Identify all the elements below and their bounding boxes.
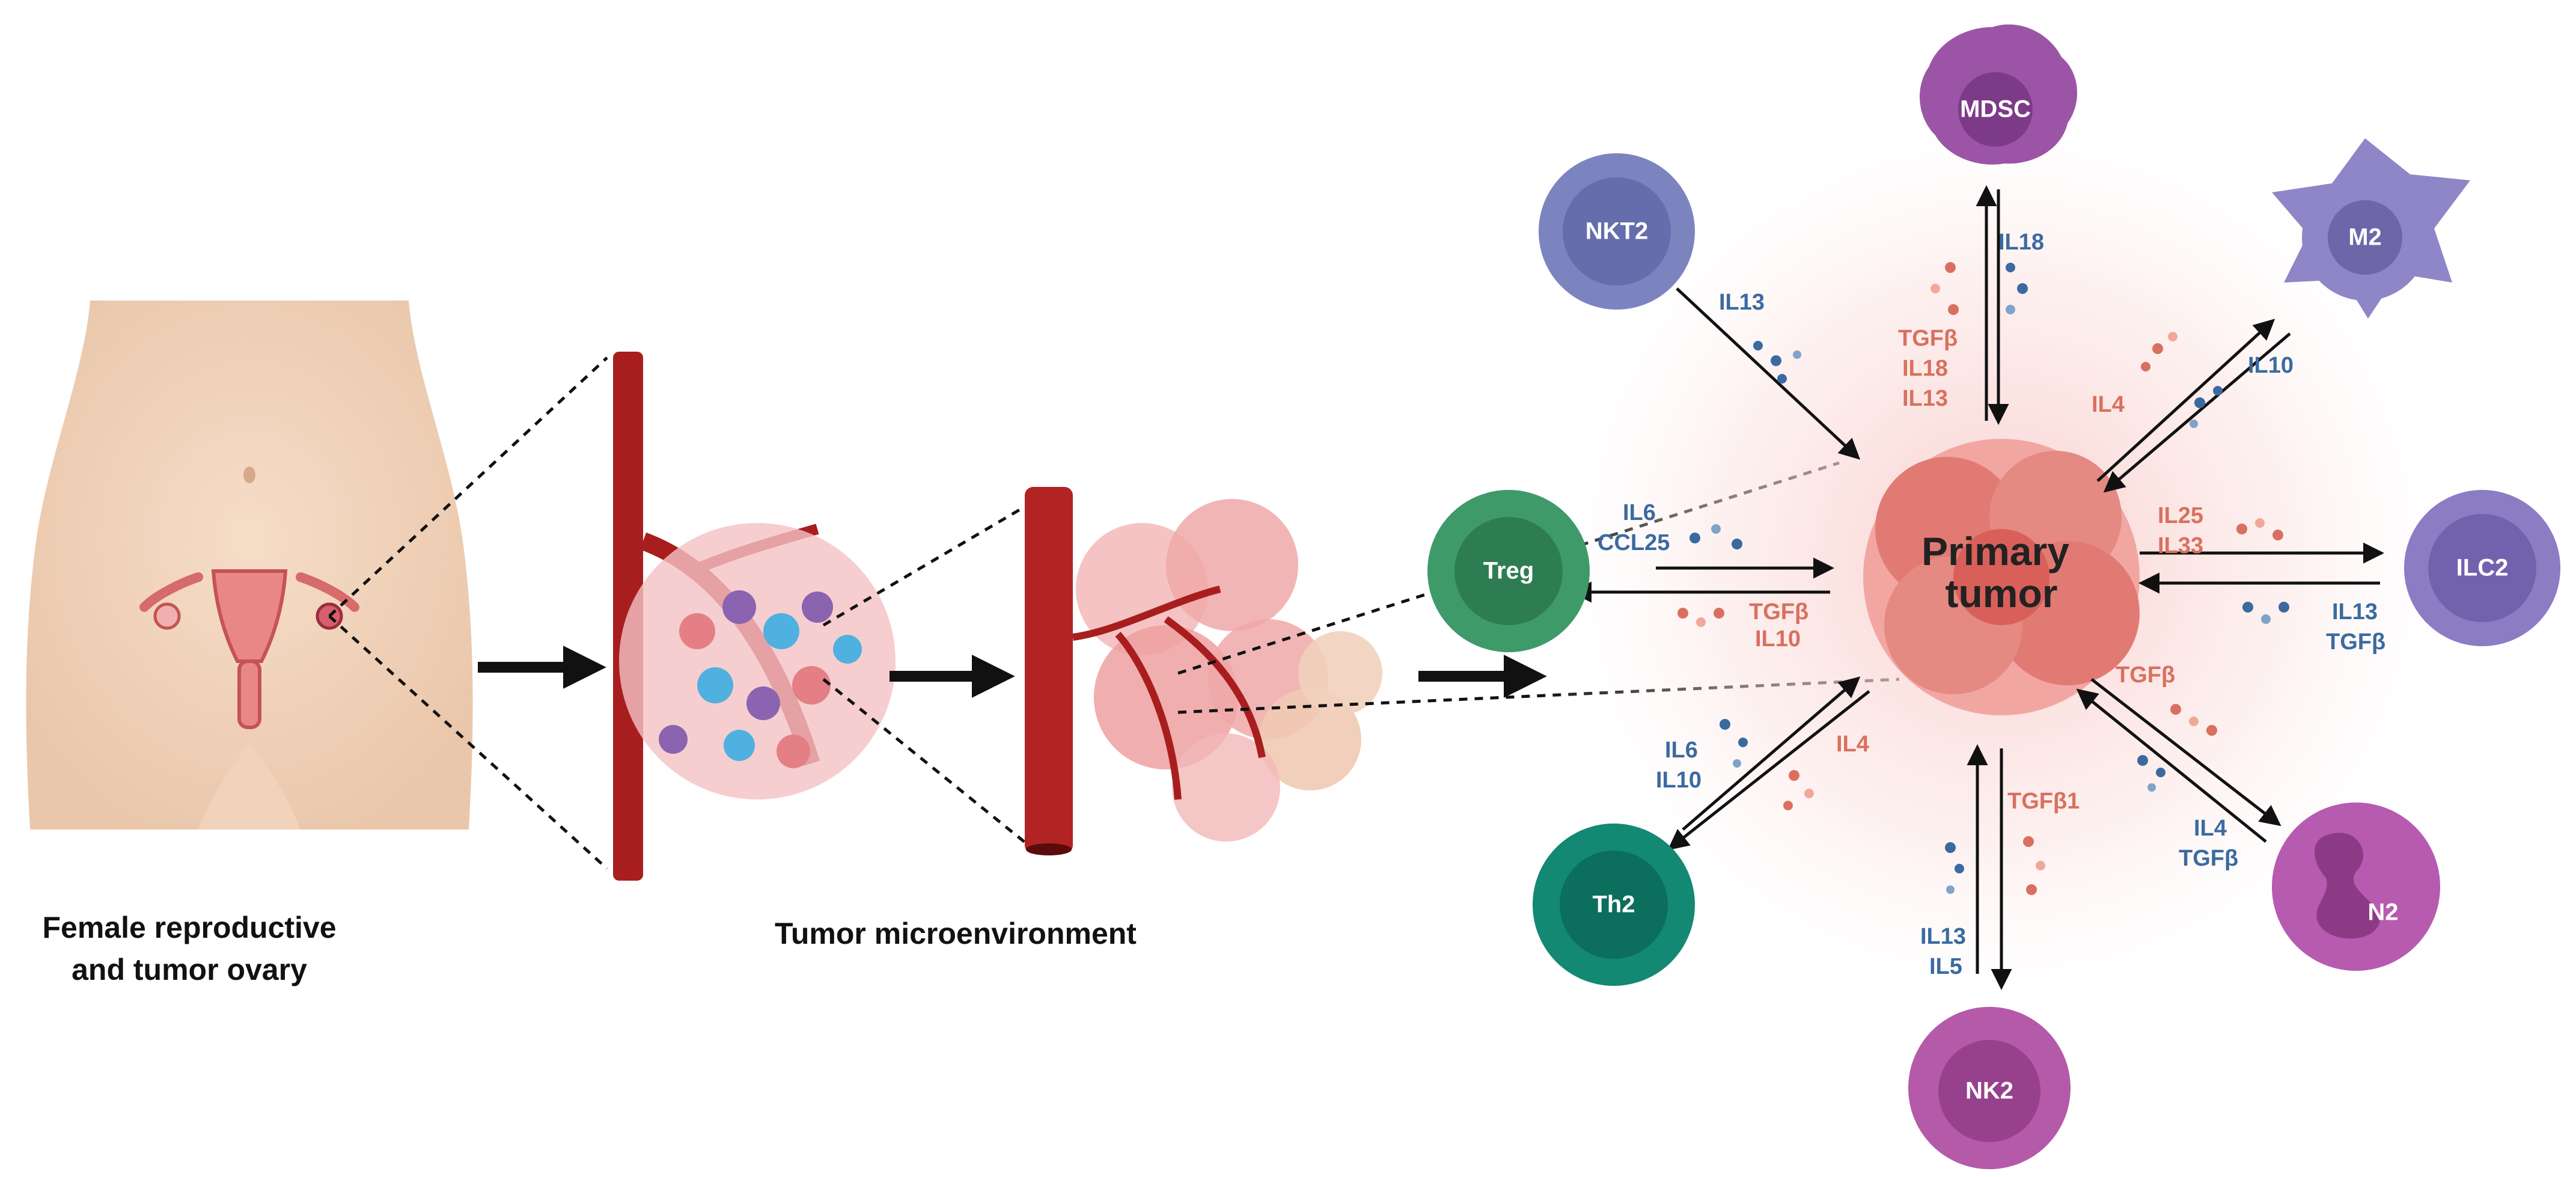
cytokine-treg-in-2: CCL25 [1598,530,1670,555]
caption-female-line1: Female reproductive [42,911,336,944]
cell-nkt2: NKT2 [1539,153,1695,310]
cell-treg: Treg [1427,490,1590,652]
cytokine-treg-out-1: TGFβ [1749,599,1808,625]
cytokine-ilc2-out-1: IL25 [2158,503,2203,528]
cytokine-nk2-out: TGFβ1 [2007,789,2080,814]
cell-label-mdsc: MDSC [1960,96,2031,123]
cell-label-nk2: NK2 [1965,1078,2013,1104]
uterus-icon [139,569,359,729]
cytokine-nk2-in-1: IL13 [1920,924,1966,949]
zoom-lines-2 [822,503,1029,846]
caption-tumor-microenvironment: Tumor microenvironment [775,917,1137,950]
cytokine-n2-out: TGFβ [2116,662,2175,688]
cytokine-treg-in-1: IL6 [1623,500,1656,525]
cell-label-treg: Treg [1483,558,1534,584]
cytokine-nkt2-in: IL13 [1719,290,1765,315]
vessel-with-tumor-illustration [613,352,896,881]
caption-female-line2: and tumor ovary [72,953,307,986]
cytokine-mdsc-out-1: TGFβ [1898,326,1958,351]
female-body-illustration [26,301,473,830]
cell-label-n2: N2 [2367,899,2398,926]
zoom-lines-1 [328,356,608,870]
cytokine-m2-out: IL4 [2092,392,2125,417]
interaction-arrows [1570,185,2384,990]
cytokine-th2-out: IL4 [1836,732,1869,757]
cell-th2: Th2 [1533,824,1695,986]
cytokine-th2-in-1: IL6 [1665,738,1698,763]
cell-label-nkt2: NKT2 [1586,218,1648,245]
cytokine-nk2-in-2: IL5 [1929,954,1962,979]
cell-label-m2: M2 [2348,224,2382,251]
tumor-label-line2: tumor [1946,571,2058,616]
cytokine-ilc2-in-2: TGFβ [2326,629,2385,655]
cytokine-ilc2-in-1: IL13 [2332,599,2378,625]
cytokine-treg-out-2: IL10 [1755,626,1801,652]
tumor-label-line1: Primary [1921,529,2069,573]
cell-label-ilc2: ILC2 [2456,555,2509,581]
cell-label-th2: Th2 [1592,891,1635,918]
cell-m2: M2 [2272,138,2470,319]
vascularized-tumor-illustration [1025,487,1382,855]
cytokine-m2-in: IL10 [2248,353,2294,378]
cell-mdsc: MDSC [1919,24,2078,165]
cell-nk2: NK2 [1908,1007,2071,1169]
cell-n2: N2 [2272,802,2440,971]
cytokine-n2-in-1: IL4 [2194,816,2227,841]
cytokine-n2-in-2: TGFβ [2179,846,2238,871]
cytokine-mdsc-out-2: IL18 [1902,356,1948,381]
cell-ilc2: ILC2 [2404,490,2560,646]
cytokine-dots [1677,262,2289,895]
cytokine-mdsc-in: IL18 [1998,230,2044,255]
primary-tumor: Primary tumor [1863,439,2140,715]
cytokine-ilc2-out-2: IL33 [2158,533,2203,558]
cytokine-th2-in-2: IL10 [1656,768,1702,793]
cytokine-mdsc-out-3: IL13 [1902,386,1948,411]
